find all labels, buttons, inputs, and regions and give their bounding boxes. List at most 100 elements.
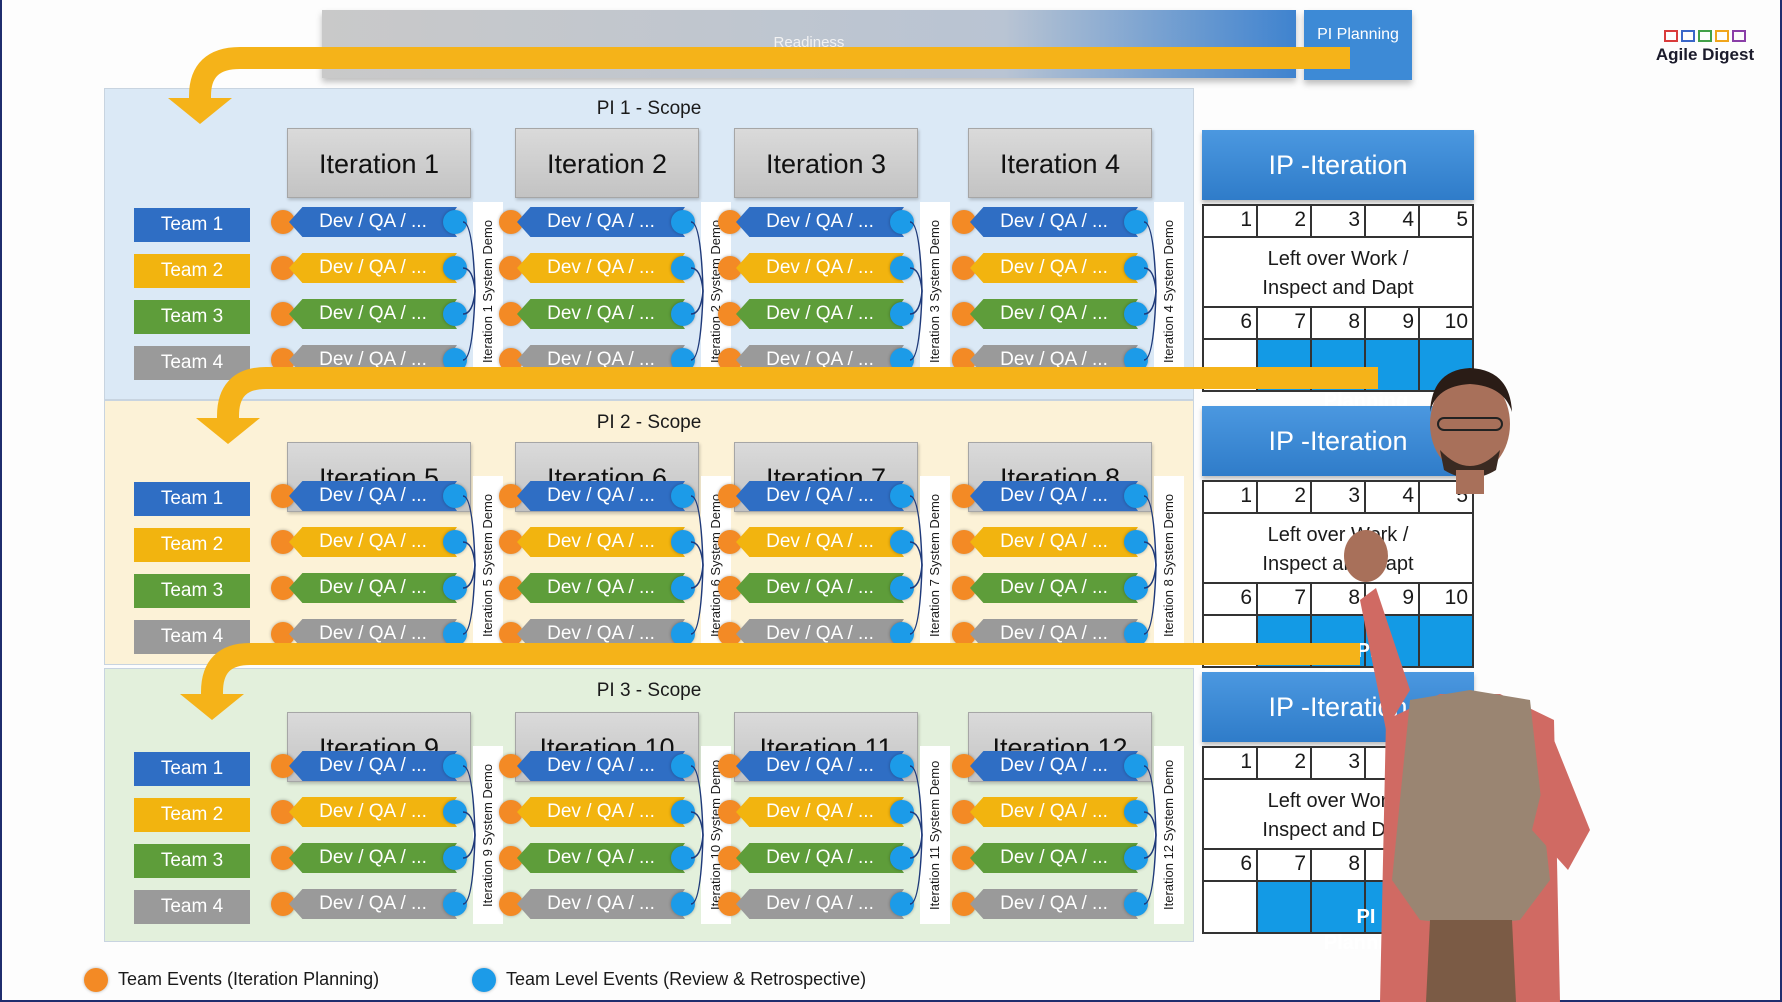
dev-qa-task: Dev / QA / ... [970,619,1138,649]
team-label: Team 4 [134,346,250,380]
review-retro-dot-icon [671,892,695,916]
ip-day-cell: 2 [1258,482,1312,512]
dev-qa-task: Dev / QA / ... [970,843,1138,873]
review-retro-dot-icon [890,800,914,824]
review-retro-dot-icon [443,800,467,824]
dev-qa-task: Dev / QA / ... [970,797,1138,827]
pi-scope-title: PI 2 - Scope [596,412,702,433]
review-retro-dot-icon [671,800,695,824]
dev-qa-task: Dev / QA / ... [517,797,685,827]
review-retro-dot-icon [671,302,695,326]
books-icon [1640,30,1770,42]
legend-team-events-label: Team Events (Iteration Planning) [118,968,380,989]
review-retro-dot-icon [1124,800,1148,824]
dev-qa-task: Dev / QA / ... [736,207,904,237]
review-retro-dot-icon [671,210,695,234]
ip-day-cell: 3 [1312,206,1366,236]
ip-day-cell: 10 [1444,310,1468,333]
dev-qa-task: Dev / QA / ... [736,253,904,283]
team-label: Team 1 [134,482,250,516]
iteration-header: Iteration 3 [734,128,918,198]
dev-qa-task: Dev / QA / ... [289,299,457,329]
ip-day-cell: 9 [1366,308,1420,338]
dev-qa-task: Dev / QA / ... [736,751,904,781]
dev-qa-task: Dev / QA / ... [517,889,685,919]
book-icon [1664,30,1678,42]
ip-note-line2: Inspect and Dapt [1262,819,1414,841]
review-retro-dot-icon [443,484,467,508]
system-demo-label: Iteration 5 System Demo [473,476,503,654]
ip-day-cell: 9 [1366,584,1420,614]
team-label: Team 1 [134,208,250,242]
dev-qa-task: Dev / QA / ... [970,573,1138,603]
review-retro-dot-icon [671,846,695,870]
system-demo-label: Iteration 7 System Demo [920,476,950,654]
review-retro-dot-icon [443,892,467,916]
system-demo-label: Iteration 3 System Demo [920,202,950,380]
review-retro-dot-icon [1124,892,1148,916]
dev-qa-task: Dev / QA / ... [970,207,1138,237]
team-label: Team 3 [134,844,250,878]
dev-qa-task: Dev / QA / ... [289,619,457,649]
dev-qa-task: Dev / QA / ... [517,619,685,649]
ip-day-cell: 8 [1312,308,1366,338]
dev-qa-task: Dev / QA / ... [970,751,1138,781]
team-label: Team 3 [134,300,250,334]
review-retro-dot-icon [1124,846,1148,870]
dev-qa-task: Dev / QA / ... [736,797,904,827]
dev-qa-task: Dev / QA / ... [289,573,457,603]
logo-text: Agile Digest [1655,45,1755,64]
review-retro-dot-icon [443,348,467,372]
review-retro-dot-icon [671,576,695,600]
team-label: Team 3 [134,574,250,608]
ip-day-cell: 1 [1204,748,1258,778]
dev-qa-task: Dev / QA / ... [736,619,904,649]
dev-qa-task: Dev / QA / ... [517,253,685,283]
review-retro-dot-icon [671,348,695,372]
agile-digest-logo: Agile Digest [1640,30,1770,65]
dev-qa-task: Dev / QA / ... [970,481,1138,511]
dev-qa-task: Dev / QA / ... [289,751,457,781]
dev-qa-task: Dev / QA / ... [289,797,457,827]
team-label: Team 2 [134,528,250,562]
review-retro-dot-icon [443,256,467,280]
dev-qa-task: Dev / QA / ... [517,481,685,511]
team-label: Team 1 [134,752,250,786]
dev-qa-task: Dev / QA / ... [289,889,457,919]
review-retro-dot-icon [890,256,914,280]
ip-note: Left over Work /Inspect and Dapt [1204,236,1472,308]
review-retro-dot-icon [443,210,467,234]
system-demo-label: Iteration 11 System Demo [920,746,950,924]
readiness-bar: Readiness [322,10,1296,78]
review-retro-dot-icon [1124,754,1148,778]
pi-scope-title: PI 1 - Scope [596,98,702,119]
dev-qa-task: Dev / QA / ... [736,843,904,873]
dev-qa-task: Dev / QA / ... [517,527,685,557]
ip-iteration-title: IP -Iteration [1202,130,1474,200]
legend-team-level-events: Team Level Events (Review & Retrospectiv… [472,968,866,992]
review-retro-dot-icon [890,348,914,372]
dev-qa-task: Dev / QA / ... [289,345,457,375]
ip-day-cell: 7 [1258,308,1312,338]
review-retro-dot-icon [1124,256,1148,280]
team-label: Team 2 [134,798,250,832]
dev-qa-task: Dev / QA / ... [970,345,1138,375]
dev-qa-task: Dev / QA / ... [289,527,457,557]
book-icon [1698,30,1712,42]
ip-day-cell: 5 [1456,208,1468,231]
book-icon [1715,30,1729,42]
dev-qa-task: Dev / QA / ... [736,299,904,329]
review-retro-dot-icon [890,576,914,600]
blue-dot-icon [472,968,496,992]
review-retro-dot-icon [443,846,467,870]
ip-day-cell: 6 [1204,584,1258,614]
iteration-header: Iteration 4 [968,128,1152,198]
dev-qa-task: Dev / QA / ... [736,481,904,511]
dev-qa-task: Dev / QA / ... [289,481,457,511]
pi-scope-title: PI 3 - Scope [596,680,702,701]
ip-day-cell: 8 [1312,850,1366,880]
ip-day-cell: 6 [1204,308,1258,338]
